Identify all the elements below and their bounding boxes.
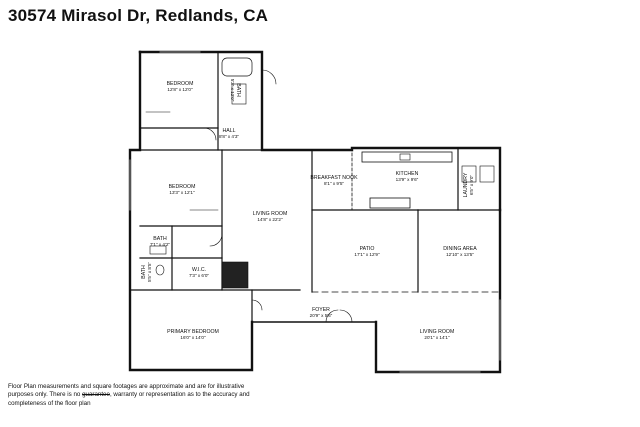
room-dim-foyer: 20'9" x 5'6" — [310, 313, 333, 318]
room-label-living-room-main: LIVING ROOM — [253, 211, 288, 217]
room-label-kitchen: KITCHEN — [396, 171, 419, 177]
room-dim-bath-small: 7'1" x 4'2" — [150, 242, 170, 247]
room-dim-bath-side: 5'5" x 8'5" — [147, 262, 152, 282]
room-dim-hall: 8'8" x 4'3" — [219, 134, 239, 139]
door-swing — [261, 69, 277, 85]
door-swing — [209, 233, 223, 247]
door-swing — [325, 309, 339, 323]
room-label-hall: HALL — [223, 128, 236, 134]
room-label-dining-area: DINING AREA — [443, 246, 477, 252]
room-label-patio: PATIO — [360, 246, 375, 252]
sink — [399, 153, 411, 161]
room-label-breakfast-nook: BREAKFAST NOOK — [310, 175, 358, 181]
page-title: 30574 Mirasol Dr, Redlands, CA — [8, 6, 269, 25]
room-label-laundry: LAUNDRY — [463, 172, 469, 197]
room-label-wic: W.I.C. — [192, 267, 206, 273]
disclaimer-struck-word: guarantee — [82, 391, 110, 399]
room-label-bedroom-mid: BEDROOM — [169, 184, 196, 190]
kitchen-island — [369, 197, 411, 209]
room-label-primary-bedroom: PRIMARY BEDROOM — [167, 329, 219, 335]
exterior-wall-left — [128, 50, 254, 372]
room-dim-laundry: 6'5" x 9'0" — [469, 175, 474, 195]
room-label-bath-side: BATH — [141, 265, 147, 279]
vanity — [231, 83, 247, 105]
disclaimer-text: Floor Plan measurements and square foota… — [8, 383, 258, 408]
exterior-wall-right — [374, 208, 502, 374]
room-label-bath-top: BATH — [235, 83, 241, 97]
room-dim-patio: 17'1" x 12'9" — [354, 252, 380, 257]
dryer — [479, 165, 495, 183]
room-dim-primary-bedroom: 16'0" x 14'0" — [180, 335, 206, 340]
room-label-bedroom-top: BEDROOM — [167, 81, 194, 87]
door-swing — [203, 127, 217, 141]
door-swing — [251, 299, 263, 311]
room-dim-kitchen: 13'9" x 9'6" — [396, 177, 419, 182]
washer — [461, 165, 477, 183]
disclaimer-part-2: , warranty or representation as to the a… — [8, 391, 250, 407]
room-dim-bedroom-mid: 13'3" x 12'1" — [169, 190, 195, 195]
room-dim-wic: 7'3" x 6'0" — [189, 273, 209, 278]
vanity — [149, 245, 167, 255]
bathtub — [221, 57, 253, 77]
room-label-bath-small: BATH — [153, 236, 167, 242]
room-dim-bedroom-top: 12'8" x 12'0" — [167, 87, 193, 92]
toilet — [155, 264, 165, 276]
fireplace — [221, 261, 249, 289]
disclaimer-part-1: Floor Plan measurements and square foota… — [8, 383, 245, 399]
kitchen-counter — [361, 151, 453, 163]
room-dim-dining-area: 12'10" x 13'5" — [446, 252, 474, 257]
door-swing — [339, 309, 353, 323]
room-dim-breakfast-nook: 8'1" x 9'5" — [324, 181, 344, 186]
room-label-living-room-2: LIVING ROOM — [420, 329, 455, 335]
room-label-foyer: FOYER — [312, 307, 330, 313]
room-dim-bath-top: 5'3" x 12'0" — [230, 79, 235, 102]
room-dim-living-room-2: 20'1" x 14'1" — [424, 335, 450, 340]
room-dim-living-room-main: 14'8" x 22'2" — [257, 217, 283, 222]
